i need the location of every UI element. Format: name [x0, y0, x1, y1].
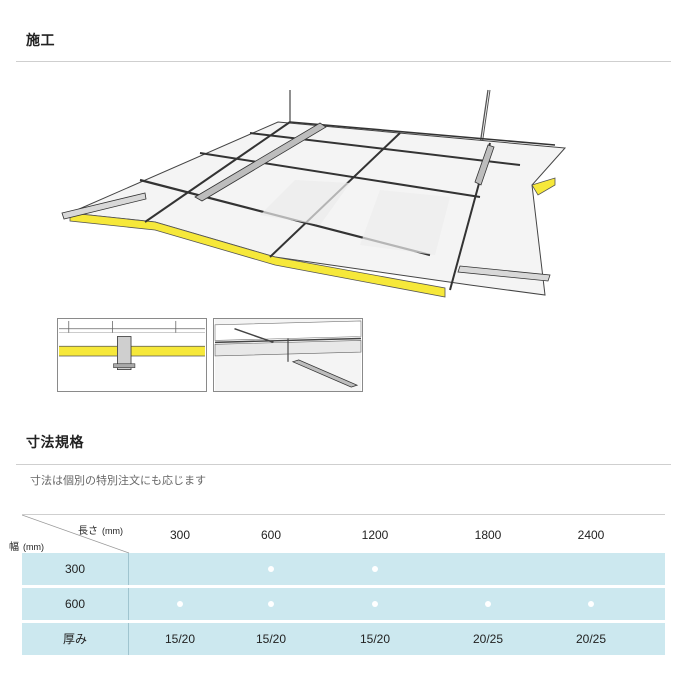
- row-label: 600: [22, 588, 129, 620]
- column-header: 600: [260, 528, 282, 542]
- thickness-cell: 20/25: [575, 632, 607, 646]
- available-dot: [485, 601, 491, 607]
- row-label: 300: [22, 553, 129, 585]
- column-header: 2400: [577, 528, 605, 542]
- row-label: 厚み: [22, 623, 129, 655]
- table-header: 長さ(mm) 幅(mm) 300 600 1200 1800 2400: [9, 514, 665, 553]
- table-row: 600: [22, 588, 665, 620]
- available-dot: [372, 601, 378, 607]
- available-dot: [372, 566, 378, 572]
- corner-diagonal: [22, 515, 130, 553]
- detail-illustration-joint: [57, 318, 207, 392]
- thickness-cell: 15/20: [164, 632, 196, 646]
- column-header: 1800: [474, 528, 502, 542]
- section-title-dimensions: 寸法規格: [26, 434, 84, 450]
- corner-length-label: 長さ(mm): [78, 526, 123, 537]
- custom-order-note: 寸法は個別の特別注文にも応じます: [30, 475, 206, 487]
- detail-illustration-carrier: [213, 318, 363, 392]
- ceiling-installation-illustration: [61, 89, 567, 298]
- available-dot: [588, 601, 594, 607]
- section-title-construction: 施工: [26, 32, 55, 48]
- thickness-cell: 20/25: [472, 632, 504, 646]
- column-header: 300: [169, 528, 191, 542]
- available-dot: [177, 601, 183, 607]
- section-divider: [16, 464, 671, 465]
- table-row: 300: [22, 553, 665, 585]
- thickness-cell: 15/20: [359, 632, 391, 646]
- thickness-cell: 15/20: [255, 632, 287, 646]
- column-header: 1200: [361, 528, 389, 542]
- available-dot: [268, 566, 274, 572]
- section-divider: [16, 61, 671, 62]
- table-row-thickness: 厚み 15/20 15/20 15/20 20/25 20/25: [22, 623, 665, 655]
- available-dot: [268, 601, 274, 607]
- dimension-table: 長さ(mm) 幅(mm) 300 600 1200 1800 2400 300 …: [9, 514, 665, 657]
- corner-width-label: 幅(mm): [9, 542, 44, 553]
